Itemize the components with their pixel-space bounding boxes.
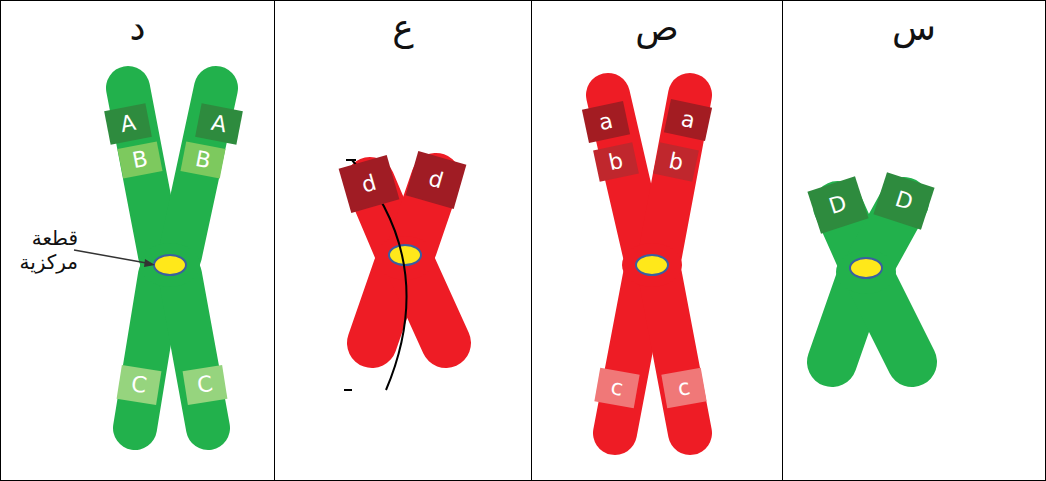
chromosome-core: [836, 250, 896, 294]
allele-letter: A: [119, 112, 138, 136]
gene-band: A: [104, 103, 152, 144]
allele-letter: C: [130, 373, 149, 397]
leader-line: [74, 250, 152, 264]
chromosome-core: [140, 243, 200, 287]
allele-letter: d: [359, 172, 378, 197]
gene-band: D: [873, 172, 934, 229]
table-cell: س D D: [782, 0, 1046, 481]
chromatid-arm: [412, 268, 446, 343]
chromatid-arm: [615, 275, 645, 433]
allele-letter: A: [210, 112, 229, 136]
centromere: [389, 245, 421, 265]
column-heading: ص: [532, 7, 782, 48]
centromere-label: قطعة مركزية: [4, 226, 78, 274]
gene-band: d: [406, 151, 467, 209]
chromatid-arm: [180, 275, 208, 428]
centromere: [850, 258, 882, 278]
allele-letter: C: [196, 373, 215, 397]
chromatid-arm: [660, 275, 690, 433]
table-cell: صaabbcc: [531, 0, 783, 481]
centromere: [154, 255, 186, 275]
allele-letter: B: [130, 148, 149, 172]
allele-letter: b: [667, 150, 685, 174]
gene-band: C: [117, 365, 162, 405]
gene-band: a: [582, 101, 630, 143]
gene-band: a: [664, 99, 712, 141]
gene-band: C: [183, 365, 228, 405]
allele-letter: a: [679, 108, 697, 132]
gene-band: B: [181, 141, 226, 178]
allele-letter: D: [893, 188, 916, 214]
chromosome-green-long: [128, 88, 216, 428]
gene-band: A: [195, 103, 243, 144]
gene-band: B: [118, 141, 163, 178]
column-heading: د: [1, 7, 274, 48]
allele-letter: c: [676, 376, 692, 400]
allele-letter: D: [827, 192, 850, 218]
gene-band: b: [653, 142, 699, 182]
cut-line-tick: [346, 159, 356, 161]
allele-letter: c: [609, 376, 625, 400]
centromere: [636, 255, 668, 275]
table-cell: ع d d: [274, 0, 532, 481]
gene-band: c: [594, 368, 639, 408]
allele-letter: B: [193, 148, 212, 172]
column-heading: س: [783, 7, 1045, 48]
allele-letter: d: [426, 168, 445, 193]
gene-band: b: [593, 142, 639, 182]
chromatid-arm: [872, 282, 912, 362]
gene-band: c: [661, 368, 706, 408]
cut-line-tick: [344, 389, 352, 391]
gene-band: D: [807, 176, 868, 233]
allele-letter: a: [597, 110, 615, 134]
allele-letter: b: [607, 150, 625, 174]
chromosome-core: [622, 243, 682, 287]
column-heading: ع: [275, 7, 531, 48]
leader-arrowhead: [144, 259, 155, 267]
gene-band: d: [339, 155, 400, 213]
chromatid-arm: [135, 275, 160, 428]
